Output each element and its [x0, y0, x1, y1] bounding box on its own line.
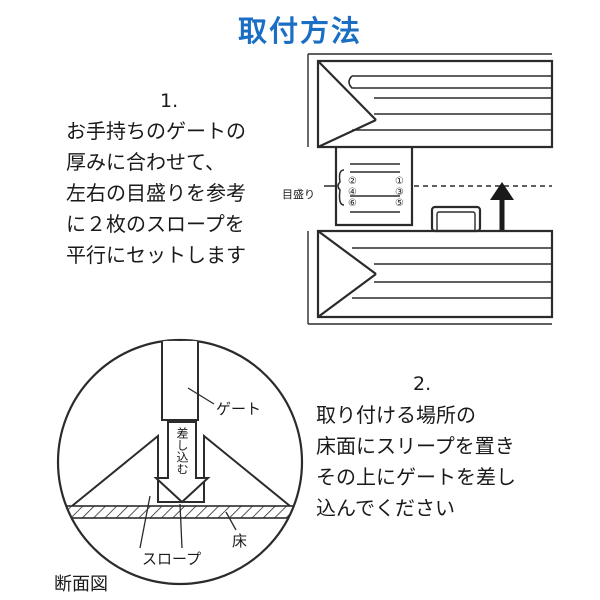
- scale-marks-left: ②④⑥: [347, 176, 358, 209]
- step2-line: 床面にスリープを置き: [316, 434, 515, 458]
- insert-label: 差し込む: [175, 427, 189, 475]
- step1-line: に２枚のスロープを: [66, 212, 245, 236]
- step1-line: 厚みに合わせて、: [66, 150, 225, 174]
- upper-slope-outline: [316, 59, 554, 149]
- lower-slope-ribs: [352, 247, 552, 299]
- gate-post: [161, 340, 199, 421]
- slope-label: スロープ: [142, 550, 202, 568]
- scale-label: 目盛り: [282, 188, 315, 201]
- page-title: 取付方法: [237, 14, 362, 48]
- gate-label: ゲート: [216, 400, 262, 418]
- slope-leader-2: [139, 495, 151, 549]
- step2-line: その上にゲートを差し: [316, 465, 516, 489]
- insert-arrow-icon: [153, 421, 211, 504]
- step1-line: 左右の目盛りを参考: [66, 181, 246, 205]
- lower-slope-bevel: [317, 230, 377, 318]
- gate-leader: [187, 387, 215, 405]
- slope-leader-1: [179, 503, 183, 549]
- upper-slope-bevel: [317, 60, 377, 148]
- step2-line: 取り付ける場所の: [316, 403, 476, 427]
- step1-number: 1.: [160, 90, 179, 112]
- scale-bracket: [337, 169, 345, 206]
- scale-marks-right: ①③⑤: [394, 176, 405, 209]
- floor-leader: [225, 511, 237, 531]
- section-caption: 断面図: [54, 574, 108, 595]
- upper-slope-ribs: [348, 75, 552, 131]
- step2-line: 込んでください: [316, 496, 455, 520]
- step1-line: お手持ちのゲートの: [66, 119, 246, 143]
- step2-number: 2.: [413, 373, 432, 395]
- step1-line: 平行にセットします: [66, 243, 246, 267]
- floor-label: 床: [232, 532, 248, 550]
- up-arrow-icon: [490, 182, 514, 230]
